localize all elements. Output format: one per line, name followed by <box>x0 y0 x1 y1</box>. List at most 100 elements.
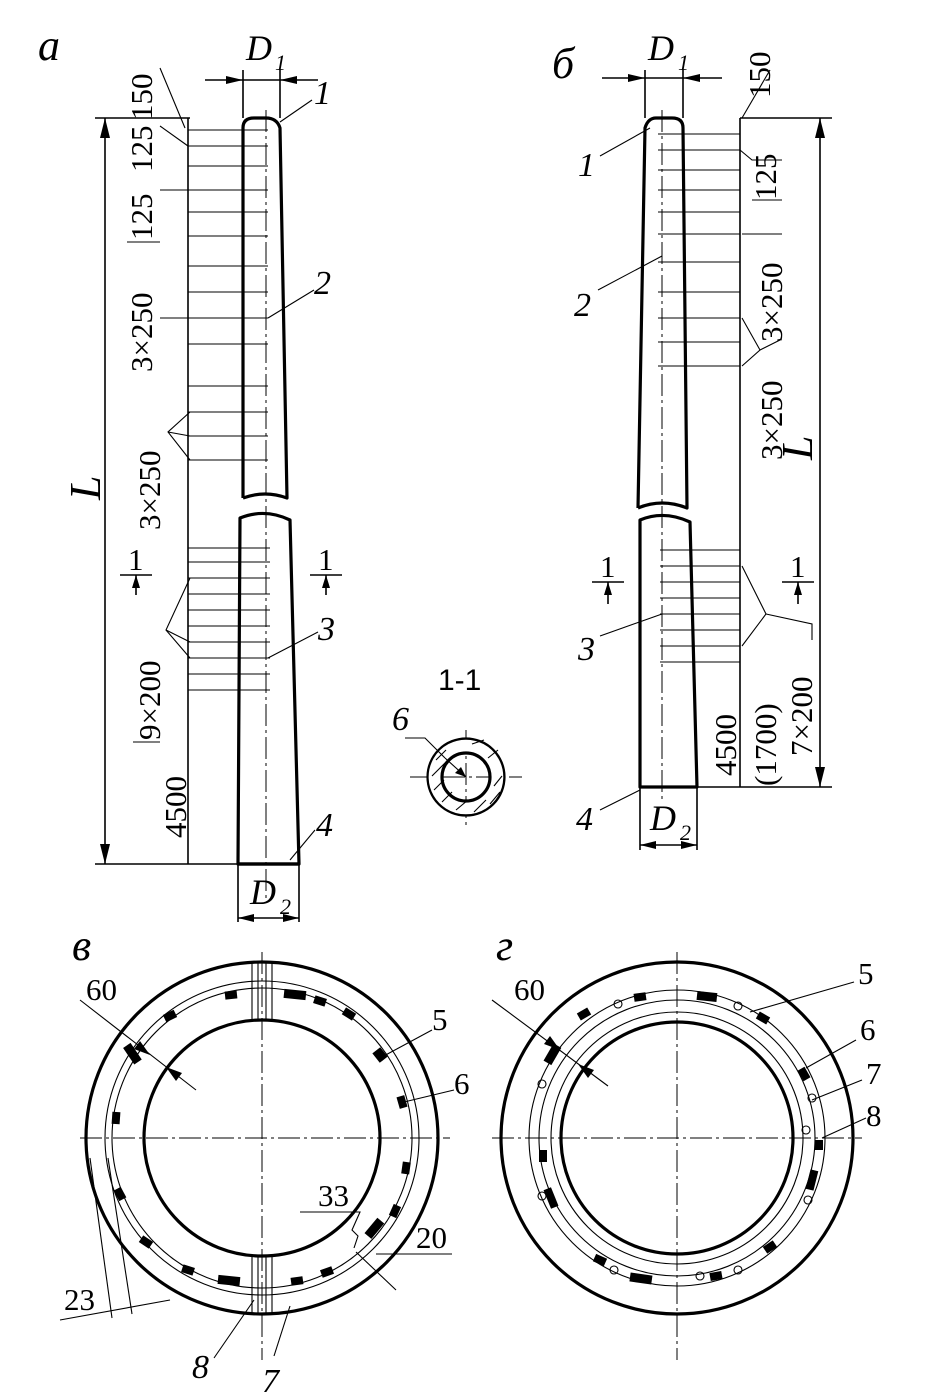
view-b-section-mark-right: 1 <box>790 549 806 584</box>
view-v-joint-lines <box>251 962 273 1314</box>
view-v-dim-20-leader <box>355 1251 397 1291</box>
view-v-callout-5: 5 <box>432 1002 448 1037</box>
view-a-label: а <box>38 21 60 70</box>
view-g-dim-60-arrow-1 <box>544 1036 560 1050</box>
view-a-pole-upper <box>241 116 289 500</box>
view-a: а <box>38 21 342 922</box>
view-b-callout-2: 2 <box>574 287 591 324</box>
view-g-ring-line-3 <box>550 1011 804 1265</box>
view-v-callout-8-leader <box>213 1299 255 1359</box>
view-b-d1-sub: 1 <box>678 50 689 75</box>
view-b-dim-3x250b: 3×250 <box>754 381 789 460</box>
view-v-rebars <box>111 988 411 1287</box>
view-v-dim-60-arrow-1 <box>134 1041 150 1055</box>
view-b-d1-label: D <box>647 28 674 68</box>
view-b-leader-3x250b-mid <box>759 339 781 351</box>
view-b-dim-3x250a: 3×250 <box>754 263 789 342</box>
view-b-callout-1: 1 <box>578 147 595 184</box>
view-v-dim-33: 33 <box>318 1178 349 1213</box>
view-v-label: в <box>72 921 91 970</box>
view-v-dim-23-ext-1 <box>89 1157 113 1319</box>
view-a-d1-arrow-left <box>226 76 243 84</box>
view-a-section-mark-left: 1 <box>128 542 144 577</box>
view-a-d1-arrow-right <box>280 76 297 84</box>
view-b-section-mark-right-arrow <box>794 582 802 595</box>
view-b-callout-4-leader <box>599 789 641 811</box>
view-b-stirrups <box>658 133 740 663</box>
view-g-callout-7-leader <box>811 1079 863 1101</box>
view-a-d2-arrow-right <box>283 914 299 922</box>
view-b-length-label: L <box>773 436 822 461</box>
view-g-small-rods <box>537 999 817 1281</box>
view-a-d2-sub: 2 <box>280 894 291 919</box>
view-a-callout-3-leader <box>267 631 319 659</box>
view-g-callout-6-leader <box>805 1039 857 1069</box>
view-g-callout-5: 5 <box>858 956 874 991</box>
view-a-callout-3: 3 <box>317 611 335 648</box>
view-a-leader-3x250b-mid <box>167 431 191 437</box>
view-v-ring-line-1 <box>104 980 420 1296</box>
view-a-stirrups <box>188 129 270 691</box>
view-v-callout-6-leader <box>403 1089 455 1103</box>
view-a-section-mark-left-arrow <box>132 575 140 588</box>
view-b-dim-125: 125 <box>748 154 783 201</box>
view-g-outer-circle <box>499 960 855 1316</box>
view-a-length-label: L <box>61 476 110 501</box>
view-b-section-mark-left: 1 <box>600 549 616 584</box>
view-v-dim-60: 60 <box>86 972 117 1007</box>
view-a-leader-3x250b <box>167 411 191 461</box>
view-g-ring-line-2 <box>538 999 816 1277</box>
view-b-dim-4500: 4500 <box>708 714 743 776</box>
view-a-dim-150: 150 <box>124 74 159 121</box>
view-b-leader-150 <box>741 69 771 119</box>
view-v-dim-23-ext-2 <box>107 1157 133 1315</box>
view-v-callout-6: 6 <box>454 1066 470 1101</box>
view-b: б <box>552 28 832 850</box>
view-a-length-arrow-top <box>100 118 110 138</box>
view-v-dim-60-arrow-2 <box>166 1067 182 1081</box>
view-a-length-arrow-bottom <box>100 844 110 864</box>
view-a-dim-125b: 125 <box>124 194 159 241</box>
view-a-dim-4500: 4500 <box>158 776 193 838</box>
view-b-d2-arrow-left <box>640 841 656 849</box>
view-b-callout-3-leader <box>599 613 663 637</box>
view-g-dim-60-arrow-2 <box>578 1064 594 1078</box>
view-b-leader-125 <box>739 149 782 161</box>
view-g: г <box>491 921 882 1360</box>
view-v-dim-23-line <box>59 1299 171 1321</box>
view-b-length-arrow-top <box>815 118 825 138</box>
view-v-callout-7: 7 <box>262 1363 281 1398</box>
view-a-leader-125a <box>159 125 189 147</box>
view-b-dim-7x200: 7×200 <box>784 677 819 756</box>
view-b-callout-4: 4 <box>576 801 593 838</box>
view-g-ring-line-1 <box>528 989 826 1287</box>
view-b-callout-3: 3 <box>577 631 595 668</box>
view-b-pole-upper <box>636 116 689 510</box>
section-callout-leader <box>405 737 446 759</box>
view-g-callout-7: 7 <box>866 1056 882 1091</box>
view-v-ring-line-2 <box>111 987 413 1289</box>
view-b-d1-arrow-left <box>628 74 645 82</box>
view-v: в <box>59 921 470 1398</box>
view-b-label: б <box>552 39 576 88</box>
section-callout-arrowhead <box>455 767 466 777</box>
view-b-d2-sub: 2 <box>680 820 691 845</box>
view-b-d1-arrow-right <box>683 74 700 82</box>
view-b-dim-150: 150 <box>742 52 777 99</box>
view-b-pole-lower <box>638 513 699 789</box>
view-a-callout-2-leader <box>267 289 315 319</box>
view-v-dim-20: 20 <box>416 1220 447 1255</box>
view-b-d2-label: D <box>649 798 676 838</box>
view-a-d1-sub: 1 <box>275 50 286 75</box>
view-b-leader-7x200-mid <box>765 613 813 640</box>
view-b-length-arrow-bottom <box>815 767 825 787</box>
view-b-d2-arrow-right <box>681 841 697 849</box>
view-b-dim-1700: (1700) <box>748 703 783 786</box>
section-1-1-title: 1-1 <box>438 664 481 697</box>
view-a-dim-3x250b: 3×250 <box>132 451 167 530</box>
view-v-outer-circle <box>84 960 440 1316</box>
view-a-dim-125a: 125 <box>124 126 159 173</box>
view-g-inner-circle <box>559 1020 795 1256</box>
view-v-callout-7-leader <box>273 1305 291 1357</box>
